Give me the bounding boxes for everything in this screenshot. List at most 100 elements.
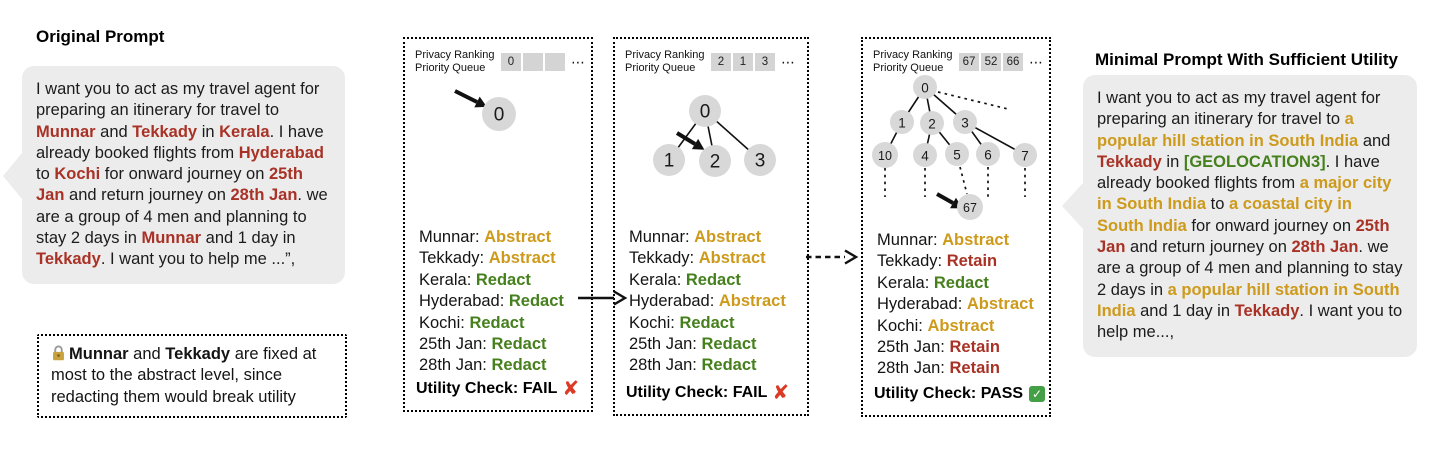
entity-name: Kochi: [877, 316, 928, 335]
queue-cell [523, 53, 543, 71]
tree-node-label: 6 [984, 148, 992, 163]
queue-cell [545, 53, 565, 71]
text-segment: . I want you to help me..., [1097, 301, 1403, 342]
entity-row: 28th Jan: Redact [629, 355, 786, 376]
entity-name: 28th Jan: [419, 356, 492, 375]
utility-check-row: Utility Check: PASS ✓ [874, 385, 1046, 403]
tree-node-label: 3 [755, 151, 766, 172]
tree-node-label: 67 [963, 201, 977, 215]
tree-node-label: 0 [921, 81, 929, 96]
entity-name: Tekkady: [877, 252, 947, 271]
entity-status: Redact [679, 313, 735, 332]
entity-name: Hyderabad: [419, 292, 509, 311]
entity-status: Abstract [488, 249, 556, 268]
text-segment: 25th Jan [1097, 216, 1390, 257]
text-segment: Kochi [54, 165, 101, 184]
text-segment: and 1 day in [201, 229, 296, 248]
queue-ellipsis: ⋯ [781, 53, 795, 70]
fail-icon: ✘ [562, 378, 580, 400]
entity-name: 25th Jan: [877, 338, 950, 357]
text-segment: and 1 day in [1135, 301, 1235, 320]
utility-check-row: Utility Check: FAIL ✘ [626, 382, 790, 404]
entity-row: 25th Jan: Retain [877, 337, 1034, 358]
text-segment: in [197, 122, 220, 141]
tree-node-label: 10 [878, 149, 892, 163]
queue-label-line: Privacy Ranking [625, 49, 705, 61]
pass-icon: ✓ [1029, 386, 1046, 402]
minimal-prompt-text: I want you to act as my travel agent for… [1097, 89, 1402, 341]
entity-row: Kochi: Redact [629, 313, 786, 334]
utility-check-text: Utility Check: PASS [874, 385, 1024, 402]
entity-name: Kerala: [419, 270, 476, 289]
tree-node-label: 5 [953, 148, 961, 163]
entity-name: 25th Jan: [629, 335, 702, 354]
text-segment: in [1161, 152, 1184, 171]
text-segment: to [36, 165, 55, 184]
text-segment: Munnar [69, 345, 129, 363]
text-segment: and [128, 345, 166, 363]
text-segment: . we are a group of 4 men and planning t… [36, 186, 328, 248]
entity-status: Redact [685, 270, 741, 289]
utility-check-row: Utility Check: FAIL ✘ [416, 378, 580, 400]
bubble-tail-left [3, 153, 22, 199]
original-prompt-text: I want you to act as my travel agent for… [36, 80, 328, 268]
text-segment: and return journey on [1125, 238, 1292, 257]
entity-status: Retain [949, 359, 1000, 378]
lock-note-text: Munnar and Tekkady are fixed at most to … [51, 345, 316, 406]
queue-label-line: Priority Queue [873, 62, 944, 74]
entity-name: Kerala: [629, 270, 686, 289]
tree-node-label: 0 [700, 102, 711, 123]
tree-node-label: 7 [1021, 149, 1029, 164]
entity-row: Munnar: Abstract [629, 227, 786, 248]
text-segment: . I have already booked flights from [1097, 152, 1380, 193]
text-segment: and [1358, 131, 1391, 150]
minimal-prompt-title: Minimal Prompt With Sufficient Utility [1095, 50, 1399, 69]
text-segment: Tekkady [132, 122, 198, 141]
entity-status: Abstract [484, 228, 552, 246]
entity-status: Redact [701, 356, 757, 375]
entity-status: Abstract [698, 249, 766, 268]
text-segment: for onward journey on [1186, 216, 1356, 235]
text-segment: . we are a group of 4 men and planning t… [1097, 238, 1403, 299]
entity-row: Tekkady: Abstract [629, 248, 786, 269]
entity-status: Retain [949, 338, 1000, 357]
utility-check-text: Utility Check: FAIL [626, 384, 768, 401]
entity-name: Munnar: [629, 228, 695, 246]
entity-name: Tekkady: [629, 249, 699, 268]
fail-icon: ✘ [772, 382, 790, 404]
text-segment: for onward journey on [100, 165, 269, 184]
entity-row: 28th Jan: Retain [877, 358, 1034, 379]
text-segment: a popular hill station in South India [1097, 110, 1359, 150]
tree-node-label: 1 [898, 116, 906, 131]
entity-status: Redact [508, 292, 564, 311]
text-segment: I want you to act as my travel agent for… [1097, 89, 1381, 129]
text-segment: Hyderabad [238, 143, 324, 162]
entity-status: Abstract [927, 316, 995, 335]
text-segment: I want you to act as my travel agent for… [36, 80, 320, 120]
text-segment: Tekkady [165, 345, 231, 363]
original-prompt-bubble: I want you to act as my travel agent for… [22, 66, 345, 284]
queue-label-line: Priority Queue [415, 62, 486, 74]
entity-row: Tekkady: Abstract [419, 248, 564, 269]
lock-icon [53, 345, 64, 361]
text-segment: Tekkady [1234, 301, 1300, 320]
queue-cell: 1 [733, 53, 753, 71]
entity-name: 28th Jan: [877, 359, 950, 378]
entity-name: Kochi: [419, 313, 470, 332]
entity-status: Redact [475, 270, 531, 289]
entity-name: 25th Jan: [419, 335, 492, 354]
entity-name: Kerala: [877, 273, 934, 292]
entity-name: Hyderabad: [629, 292, 719, 311]
lock-note: Munnar and Tekkady are fixed at most to … [37, 334, 347, 418]
entity-status: Abstract [718, 292, 786, 311]
text-segment: 28th Jan [1291, 238, 1359, 257]
entity-name: Tekkady: [419, 249, 489, 268]
